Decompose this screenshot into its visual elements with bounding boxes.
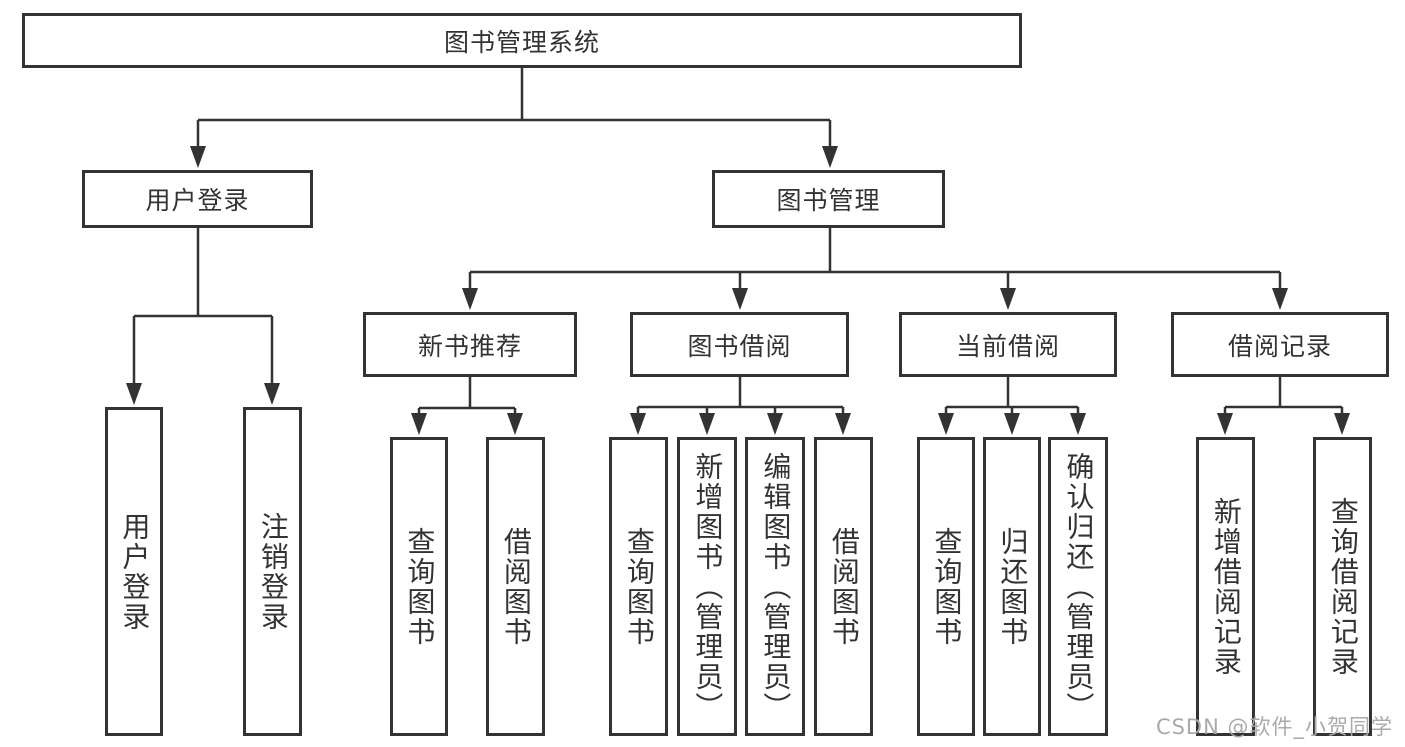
leaf-edit-books-admin: 编辑图书（管理员） <box>745 437 805 736</box>
leaf-query-borrow-record: 查询借阅记录 <box>1313 437 1372 736</box>
leaf-return-books: 归还图书 <box>983 437 1041 736</box>
node-label: 注销登录 <box>256 511 290 632</box>
node-root-system: 图书管理系统 <box>22 13 1022 68</box>
arrow-down-icon <box>732 288 748 310</box>
node-label: 查询图书 <box>930 526 964 647</box>
node-label: 新书推荐 <box>417 331 522 361</box>
node-label: 新增图书（管理员） <box>691 451 725 722</box>
node-label: 借阅记录 <box>1227 331 1332 361</box>
node-label: 编辑图书（管理员） <box>759 451 793 722</box>
node-label: 图书借阅 <box>687 331 792 361</box>
arrow-down-icon <box>126 383 142 405</box>
arrow-down-icon <box>190 146 206 168</box>
node-label: 用户登录 <box>118 511 152 632</box>
leaf-query-books-borrowing: 查询图书 <box>609 437 668 736</box>
connector-current-borrow-branch <box>938 377 1086 435</box>
arrow-down-icon <box>630 413 646 435</box>
arrow-down-icon <box>507 413 523 435</box>
arrow-down-icon <box>411 413 427 435</box>
leaf-logout: 注销登录 <box>243 407 302 736</box>
connector-user-login-branch <box>126 228 280 405</box>
leaf-add-borrow-record: 新增借阅记录 <box>1196 437 1255 736</box>
arrow-down-icon <box>1334 413 1350 435</box>
node-label: 图书管理系统 <box>443 27 600 57</box>
node-label: 查询图书 <box>403 526 437 647</box>
leaf-confirm-return-admin: 确认归还（管理员） <box>1048 437 1108 736</box>
node-book-borrowing: 图书借阅 <box>630 312 849 377</box>
leaf-user-login: 用户登录 <box>105 407 163 736</box>
node-user-login: 用户登录 <box>82 170 313 228</box>
connector-root-branch <box>190 68 838 168</box>
connector-book-mgmt-branch <box>462 228 1288 310</box>
node-label: 借阅图书 <box>499 526 533 647</box>
connector-borrow-records-branch <box>1217 377 1350 435</box>
leaf-query-books-current: 查询图书 <box>917 437 975 736</box>
arrow-down-icon <box>822 146 838 168</box>
arrow-down-icon <box>1217 413 1233 435</box>
arrow-down-icon <box>699 413 715 435</box>
node-current-borrowing: 当前借阅 <box>899 312 1117 377</box>
node-label: 归还图书 <box>996 526 1030 647</box>
arrow-down-icon <box>264 383 280 405</box>
leaf-borrow-books: 借阅图书 <box>814 437 873 736</box>
arrow-down-icon <box>938 413 954 435</box>
node-label: 当前借阅 <box>955 331 1060 361</box>
node-label: 查询借阅记录 <box>1326 496 1360 677</box>
node-label: 查询图书 <box>622 526 656 647</box>
node-label: 图书管理 <box>776 186 881 215</box>
node-borrow-records: 借阅记录 <box>1171 312 1389 377</box>
node-book-management: 图书管理 <box>712 170 945 228</box>
leaf-query-books-recommend: 查询图书 <box>390 437 448 736</box>
arrow-down-icon <box>1004 413 1020 435</box>
leaf-borrow-books-recommend: 借阅图书 <box>486 437 545 736</box>
connector-new-book-rec-branch <box>411 377 523 435</box>
connector-book-borrow-branch <box>630 377 851 435</box>
node-label: 确认归还（管理员） <box>1062 451 1096 722</box>
arrow-down-icon <box>462 288 478 310</box>
csdn-watermark: CSDN @软件_小贺同学 <box>1155 715 1393 739</box>
arrow-down-icon <box>1070 413 1086 435</box>
arrow-down-icon <box>835 413 851 435</box>
arrow-down-icon <box>1000 288 1016 310</box>
arrow-down-icon <box>1272 288 1288 310</box>
node-label: 用户登录 <box>145 186 250 215</box>
arrow-down-icon <box>767 413 783 435</box>
node-label: 新增借阅记录 <box>1209 496 1243 677</box>
leaf-add-books-admin: 新增图书（管理员） <box>677 437 737 736</box>
node-label: 借阅图书 <box>827 526 861 647</box>
node-new-book-recommend: 新书推荐 <box>363 312 577 377</box>
